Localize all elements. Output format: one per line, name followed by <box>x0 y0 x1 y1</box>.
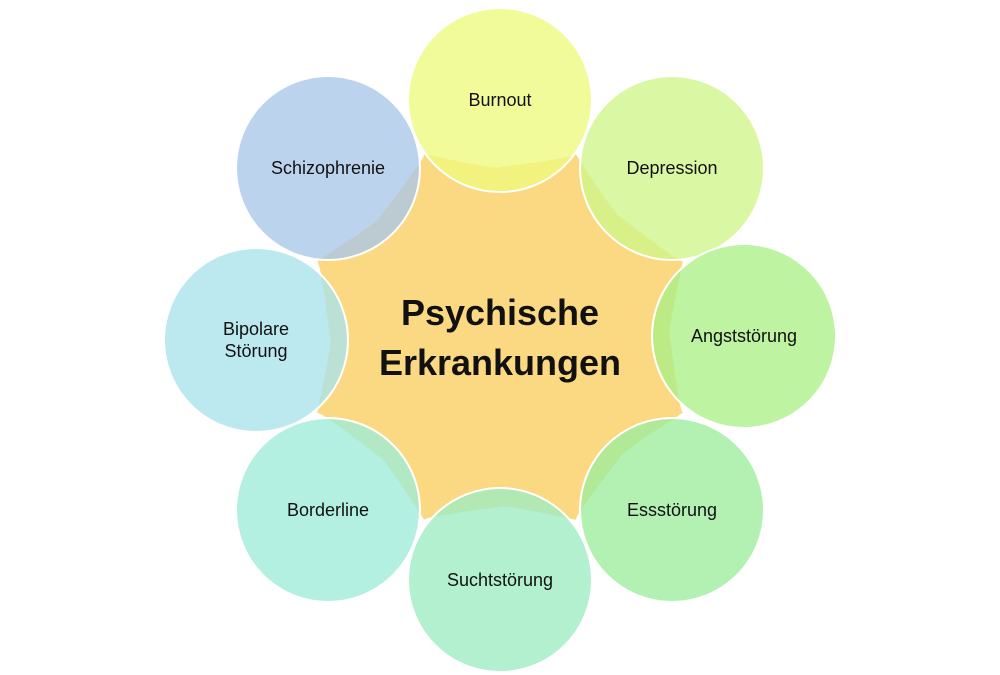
node-burnout-label: Burnout <box>468 90 531 110</box>
node-essstoerung-label: Essstörung <box>627 500 717 520</box>
node-schizophrenie-label: Schizophrenie <box>271 158 385 178</box>
node-suchtstoerung-circle <box>407 487 593 673</box>
node-essstoerung-circle <box>579 417 765 603</box>
node-bipolare-circle <box>163 247 349 433</box>
node-burnout-circle <box>407 7 593 193</box>
node-schizophrenie-circle <box>235 75 421 261</box>
node-depression-circle <box>579 75 765 261</box>
node-suchtstoerung-label: Suchtstörung <box>447 570 553 590</box>
node-angststoerung-label: Angststörung <box>691 326 797 346</box>
node-angststoerung-circle <box>651 243 837 429</box>
node-depression-label: Depression <box>626 158 717 178</box>
node-borderline-label: Borderline <box>287 500 369 520</box>
node-borderline-circle <box>235 417 421 603</box>
center-shape <box>317 154 683 520</box>
